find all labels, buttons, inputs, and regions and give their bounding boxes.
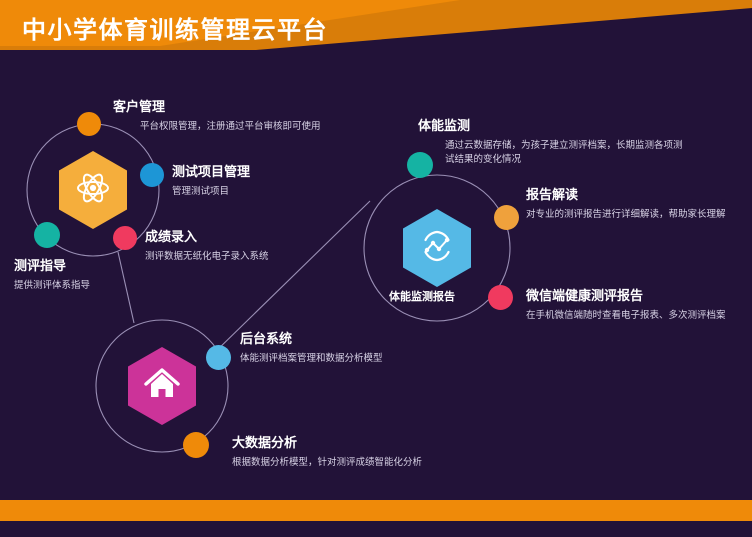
ring-fitness-report-cluster — [363, 174, 511, 322]
feature-report-interpretation: 报告解读 对专业的测评报告进行详细解读，帮助家长理解 — [526, 187, 726, 222]
dot-customer-management[interactable] — [77, 112, 101, 136]
feature-title: 客户管理 — [113, 99, 166, 114]
feature-title: 后台系统 — [240, 331, 293, 346]
cluster-label-fitness-report: 体能监测报告 — [389, 291, 455, 303]
connector-backend-to-fitness — [211, 200, 371, 356]
atom-icon-hex — [57, 150, 129, 230]
atom-icon — [76, 171, 110, 210]
feature-desc: 体能测评档案管理和数据分析模型 — [240, 353, 383, 364]
feature-desc: 根据数据分析模型，针对测评成绩智能化分析 — [232, 457, 423, 468]
feature-title: 测试项目管理 — [172, 164, 251, 179]
dot-big-data-analysis[interactable] — [183, 432, 209, 458]
ring-backend-cluster — [95, 319, 229, 453]
analytics-icon-hex — [401, 208, 473, 288]
dot-score-entry[interactable] — [113, 226, 137, 250]
feature-title: 报告解读 — [526, 187, 579, 202]
dot-fitness-monitoring[interactable] — [407, 152, 433, 178]
dot-assessment-guidance[interactable] — [34, 222, 60, 248]
page-header — [0, 0, 752, 58]
feature-score-entry: 成绩录入 测评数据无纸化电子录入系统 — [145, 229, 269, 264]
feature-title: 大数据分析 — [232, 435, 298, 450]
feature-backend-system: 后台系统 体能测评档案管理和数据分析模型 — [240, 331, 383, 366]
feature-wechat-health-report: 微信端健康测评报告 在手机微信端随时查看电子报表、多次测评档案 — [526, 288, 726, 323]
feature-assessment-guidance: 测评指导 提供测评体系指导 — [14, 258, 90, 293]
connector-customer-to-backend — [117, 251, 135, 324]
feature-big-data-analysis: 大数据分析 根据数据分析模型，针对测评成绩智能化分析 — [232, 435, 422, 470]
feature-desc: 测评数据无纸化电子录入系统 — [145, 251, 269, 262]
feature-title: 体能监测 — [418, 118, 471, 133]
feature-test-project-management: 测试项目管理 管理测试项目 — [172, 164, 250, 199]
feature-desc: 提供测评体系指导 — [14, 280, 91, 291]
feature-desc: 管理测试项目 — [172, 186, 230, 197]
home-icon-hex — [126, 346, 198, 426]
feature-fitness-monitoring: 体能监测 通过云数据存储，为孩子建立测评档案，长期监测各项测试结果的变化情况 — [418, 118, 685, 167]
dot-wechat-health-report[interactable] — [488, 285, 513, 310]
dot-report-interpretation[interactable] — [494, 205, 519, 230]
home-icon — [144, 367, 180, 406]
feature-title: 成绩录入 — [145, 229, 198, 244]
analytics-icon — [419, 228, 455, 269]
dot-test-project-management[interactable] — [140, 163, 164, 187]
dot-backend-system[interactable] — [206, 345, 231, 370]
feature-desc: 在手机微信端随时查看电子报表、多次测评档案 — [526, 310, 726, 321]
feature-desc: 平台权限管理，注册通过平台审核即可使用 — [140, 121, 321, 132]
footer-accent-stripe — [0, 500, 752, 521]
page-title: 中小学体育训练管理云平台 — [22, 17, 328, 44]
feature-customer-management: 客户管理 平台权限管理，注册通过平台审核即可使用 — [113, 99, 321, 134]
feature-title: 微信端健康测评报告 — [526, 288, 644, 303]
feature-desc: 对专业的测评报告进行详细解读，帮助家长理解 — [526, 209, 726, 220]
feature-desc: 通过云数据存储，为孩子建立测评档案，长期监测各项测试结果的变化情况 — [445, 140, 683, 165]
feature-title: 测评指导 — [14, 258, 67, 273]
